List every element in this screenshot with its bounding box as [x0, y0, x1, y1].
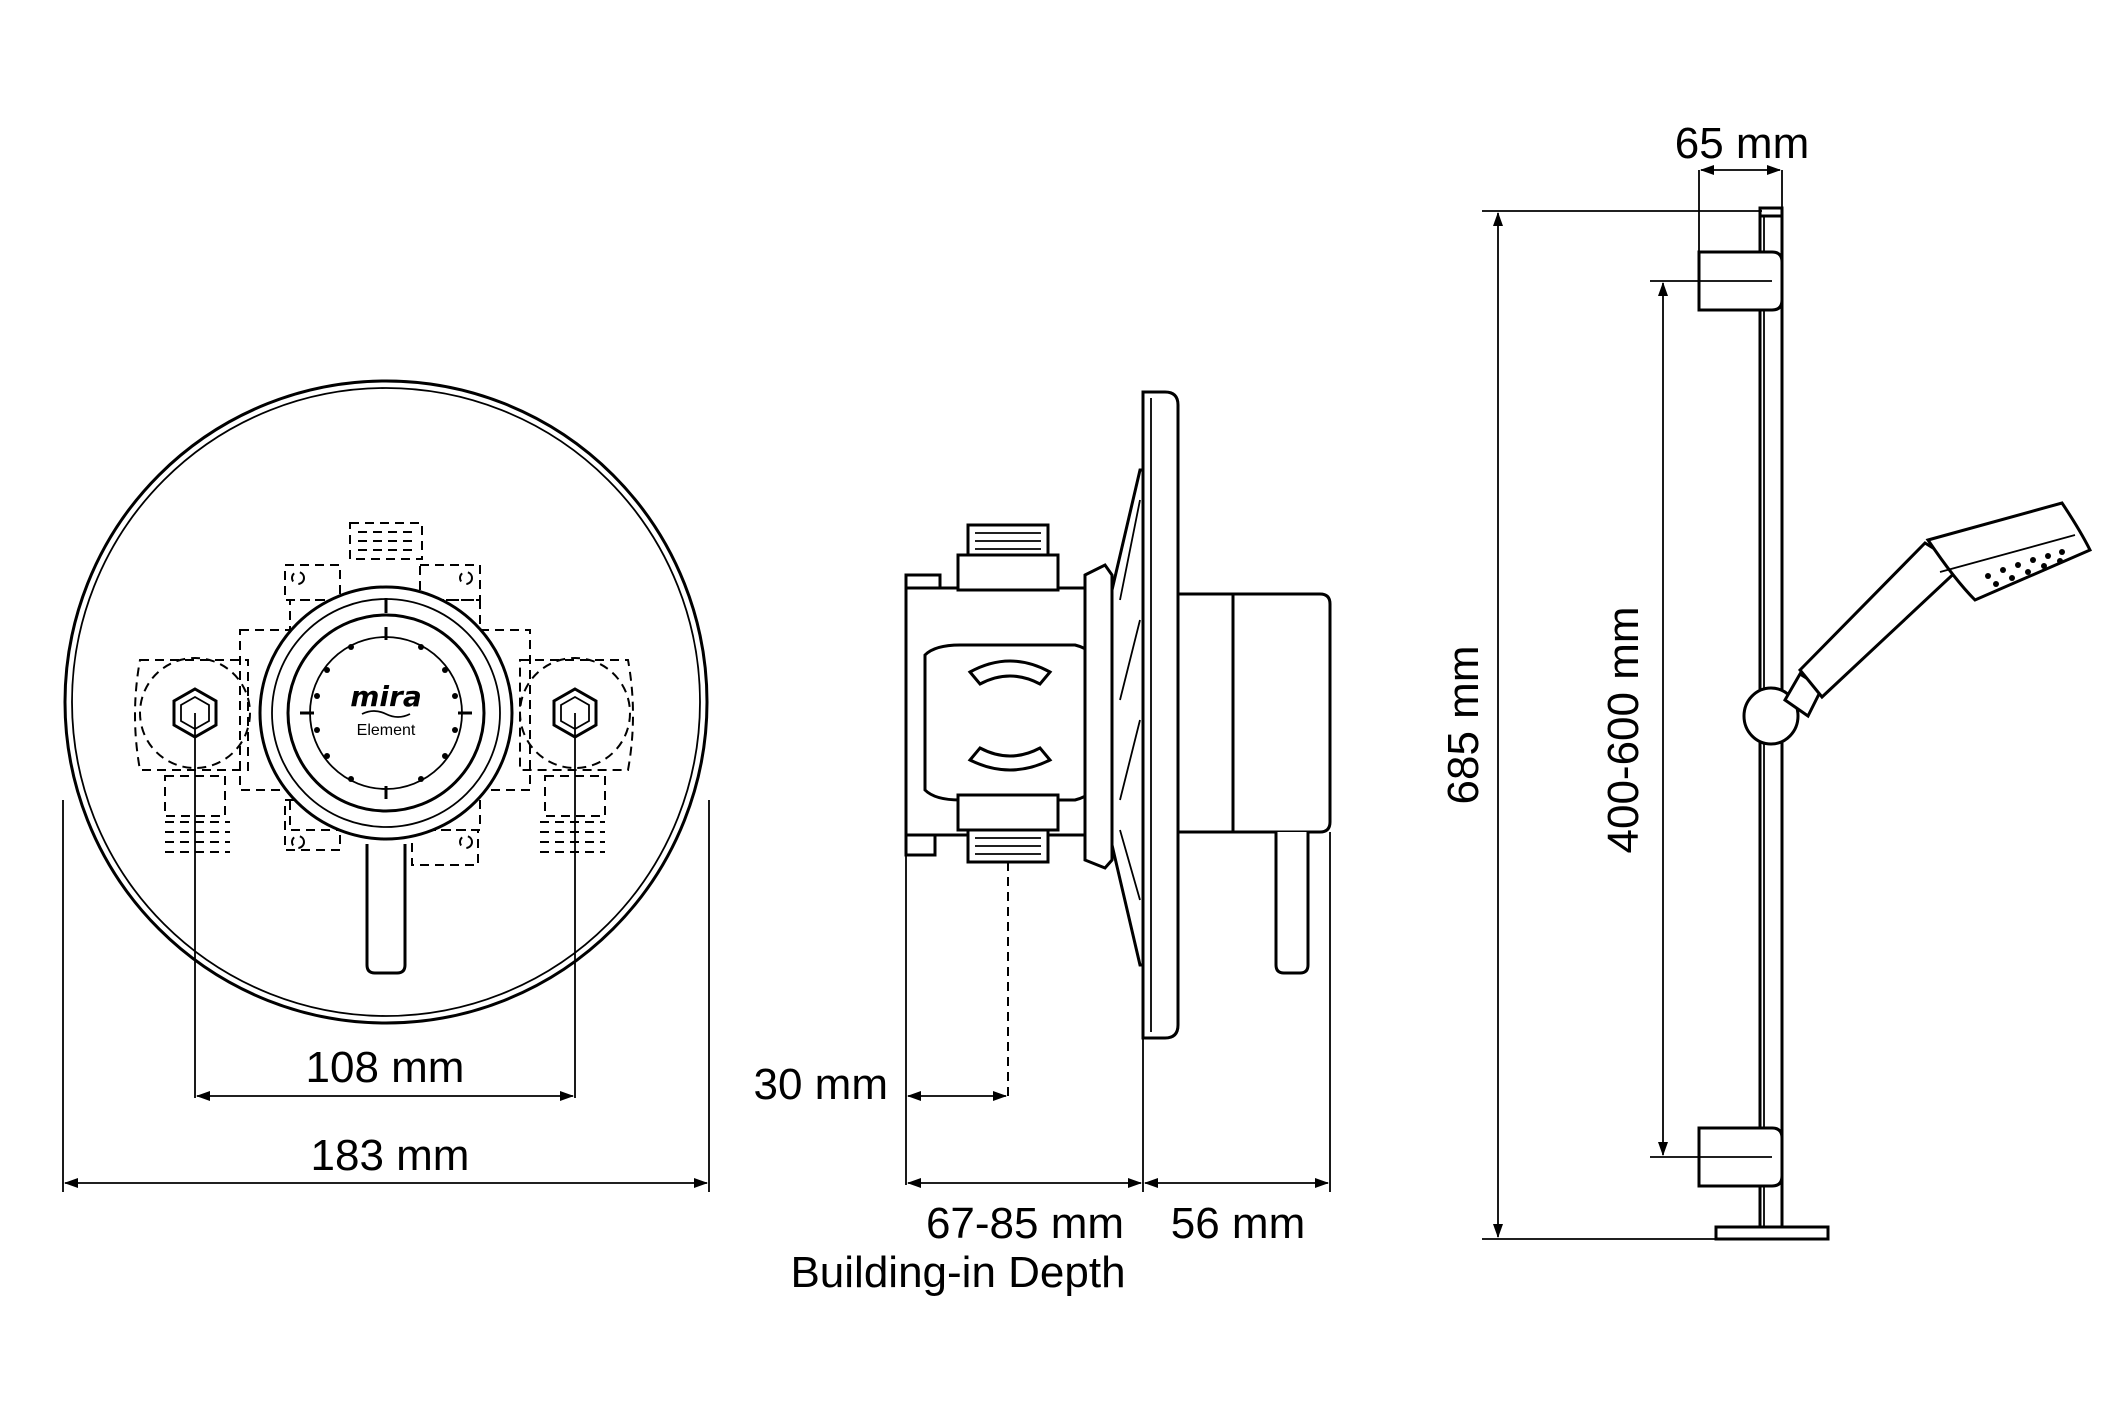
wall-plate-outer [63, 379, 709, 1025]
side-top-port [956, 523, 1060, 592]
brand-logo: mira [350, 680, 421, 713]
dim-rail-height-label: 685 mm [1439, 646, 1488, 805]
dim-outlet-offset: 30 mm [754, 855, 1007, 1185]
dim-plate-diameter-label: 183 mm [311, 1131, 470, 1180]
dim-building-in-depth: 67-85 mm Building-in Depth [790, 1038, 1144, 1297]
model-name: Element [357, 722, 416, 739]
concealed-valve-body [134, 522, 634, 866]
side-wall-plate [1141, 390, 1180, 1040]
control-knob: mira Element [258, 585, 514, 841]
wall-plate-inner [71, 387, 701, 1017]
dim-inlet-centres-label: 108 mm [306, 1043, 465, 1092]
dim-bracket-depth: 65 mm [1675, 119, 1809, 252]
front-view: mira Element 108 mm 183 mm [62, 379, 710, 1192]
side-view: 30 mm 67-85 mm Building-in Depth 56 mm [754, 390, 1332, 1297]
building-in-depth-caption: Building-in Depth [790, 1248, 1125, 1297]
handset [1797, 501, 2093, 700]
temperature-scale [300, 598, 472, 799]
dim-inlet-centres: 108 mm [194, 713, 576, 1101]
dim-plate-diameter: 183 mm [62, 800, 710, 1192]
dim-rail-height: 685 mm [1439, 210, 1762, 1240]
flow-lever [365, 844, 407, 975]
rail-view: 65 mm 685 mm 400-600 mm [1439, 119, 2093, 1241]
brand-wave-icon [361, 710, 411, 718]
dim-outlet-offset-label: 30 mm [754, 1060, 888, 1109]
side-control-knob [1176, 592, 1332, 834]
dim-projection: 56 mm [1144, 832, 1331, 1248]
dim-projection-label: 56 mm [1171, 1199, 1305, 1248]
side-bottom-port [956, 793, 1060, 864]
dim-bracket-centres-label: 400-600 mm [1599, 606, 1648, 853]
side-flow-lever [1274, 832, 1310, 975]
dim-building-in-depth-label: 67-85 mm [926, 1199, 1124, 1248]
dim-bracket-centres: 400-600 mm [1599, 280, 1740, 1158]
rail-base [1714, 1225, 1830, 1241]
dim-bracket-depth-label: 65 mm [1675, 119, 1809, 168]
